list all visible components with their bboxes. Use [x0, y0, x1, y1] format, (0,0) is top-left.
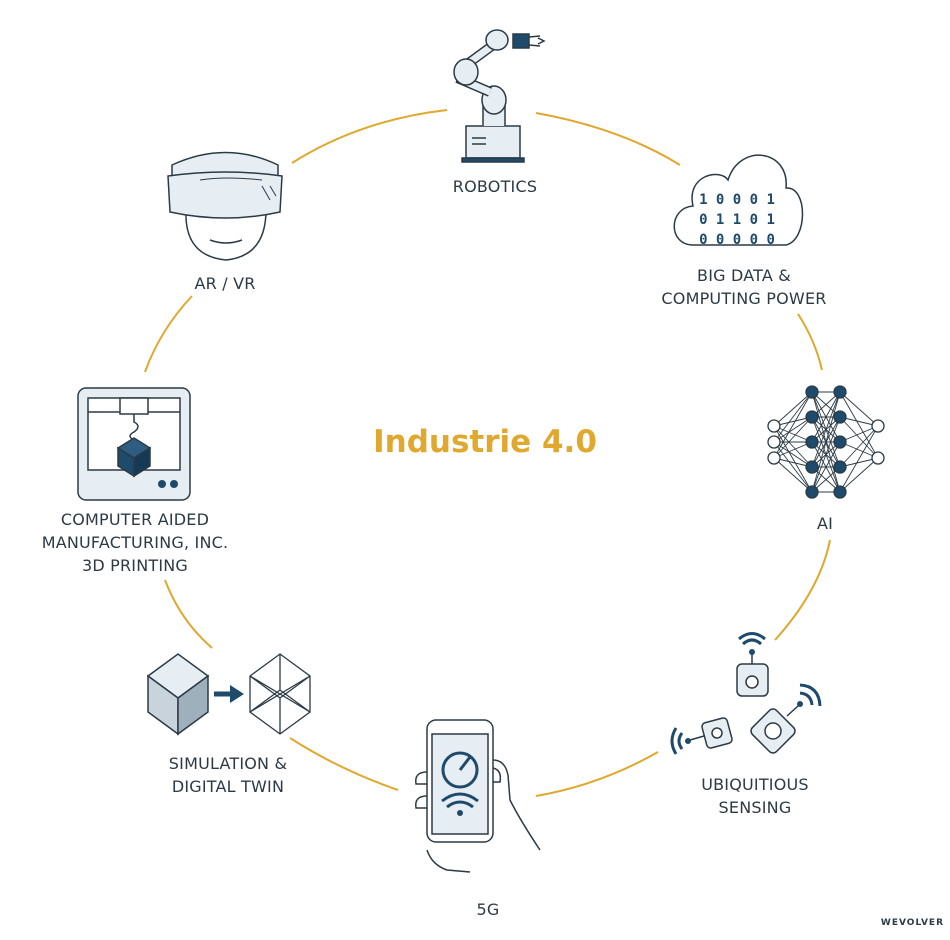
cloud-icon	[673, 154, 804, 246]
label-ubiquitous-sensing: UBIQUITIOUS SENSING	[701, 775, 809, 817]
ring-segment	[797, 313, 823, 371]
credit-logo: WEVOLVER	[880, 918, 944, 928]
nn-edge	[773, 441, 813, 493]
nn-node	[833, 435, 847, 449]
nn-edge	[773, 416, 813, 459]
ring-segment	[164, 579, 213, 649]
nn-node	[767, 419, 781, 433]
ring-segment	[289, 737, 399, 791]
nn-edge	[773, 391, 813, 427]
sensor-icons	[670, 632, 822, 755]
diagram-title: Industrie 4.0	[373, 424, 597, 460]
label-computer-aided-manufacturing: COMPUTER AIDED MANUFACTURING, INC. 3D PR…	[41, 510, 229, 575]
robot-arm-icon	[453, 29, 546, 163]
binary-row: 0 0 0 0 0	[699, 232, 775, 248]
nn-edge	[773, 425, 813, 468]
ring-segments	[144, 109, 831, 797]
nn-edge	[811, 391, 841, 493]
nn-node	[805, 485, 819, 499]
binary-text: 1 0 0 0 1 0 1 1 0 1 0 0 0 0 0	[699, 192, 775, 248]
nn-node	[871, 419, 885, 433]
nn-node	[805, 460, 819, 474]
nn-edge	[811, 416, 841, 493]
3d-printer-icon	[77, 387, 191, 501]
nn-edge	[773, 391, 813, 443]
wireframe-cube-icon	[249, 653, 311, 735]
binary-row: 1 0 0 0 1	[699, 192, 775, 208]
nn-node	[767, 451, 781, 465]
ring-segment	[144, 295, 193, 373]
nn-node	[805, 435, 819, 449]
ring-segment	[535, 112, 681, 166]
ring-segment	[774, 539, 831, 641]
solid-cube-icon	[146, 653, 210, 736]
nn-edge	[839, 441, 879, 459]
nn-node	[833, 385, 847, 399]
nn-node	[833, 485, 847, 499]
nn-edge	[811, 391, 841, 468]
nn-node	[833, 460, 847, 474]
nn-edge	[839, 416, 879, 459]
nn-edge	[839, 425, 879, 443]
label-ai: AI	[816, 514, 834, 533]
ring-segment	[535, 751, 659, 797]
arrow-right-icon	[214, 685, 244, 703]
label-ar-vr: AR / VR	[194, 274, 256, 293]
nn-node	[833, 410, 847, 424]
neural-network-icon	[767, 385, 885, 499]
nn-node	[871, 451, 885, 465]
nn-edge	[811, 391, 841, 443]
vr-headset-icon	[167, 151, 283, 261]
nn-edge	[773, 391, 813, 459]
phone-5g-icon	[414, 719, 541, 873]
nn-edge	[811, 441, 841, 493]
nn-node	[805, 410, 819, 424]
nn-node	[767, 435, 781, 449]
nn-edge	[773, 457, 813, 493]
nn-edge	[839, 457, 879, 493]
nn-edge	[773, 425, 813, 443]
nn-edge	[839, 391, 879, 459]
nn-edge	[773, 425, 813, 493]
nn-edge	[773, 416, 813, 443]
binary-row: 0 1 1 0 1	[699, 212, 775, 228]
label-big-data: BIG DATA & COMPUTING POWER	[661, 266, 827, 308]
nn-edge	[773, 441, 813, 459]
nn-edge	[839, 425, 879, 468]
label-robotics: ROBOTICS	[452, 177, 538, 196]
nn-edge	[839, 391, 879, 427]
nn-edge	[839, 425, 879, 493]
ring-segment	[291, 109, 448, 164]
nn-node	[805, 385, 819, 399]
label-5g: 5G	[476, 900, 500, 919]
label-simulation-digital-twin: SIMULATION & DIGITAL TWIN	[168, 754, 288, 796]
